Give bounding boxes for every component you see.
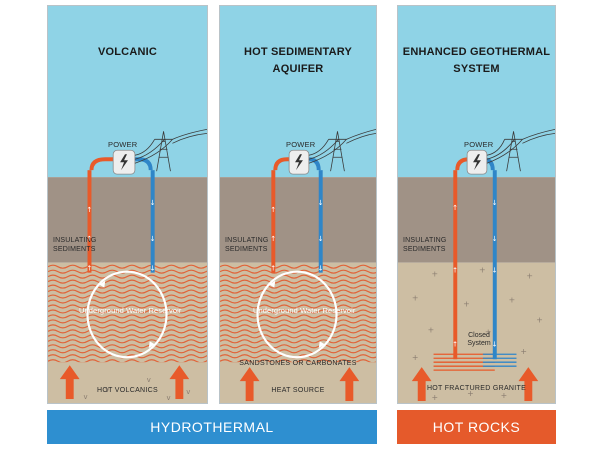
svg-text:+: +: [412, 353, 419, 362]
svg-text:↓: ↓: [492, 235, 498, 243]
svg-text:v: v: [167, 394, 171, 402]
svg-text:+: +: [501, 391, 508, 400]
svg-text:v: v: [147, 376, 151, 384]
panel-title-line2: SYSTEM: [453, 63, 500, 75]
power-label: POWER: [464, 140, 494, 149]
svg-text:↓: ↓: [318, 199, 324, 207]
svg-text:↑: ↑: [87, 265, 93, 273]
reservoir-label: Underground Water Reservoir: [253, 306, 356, 315]
svg-text:↓: ↓: [150, 265, 156, 273]
svg-text:↑: ↑: [452, 340, 458, 348]
svg-text:↓: ↓: [318, 235, 324, 243]
panel-title: VOLCANIC: [97, 46, 158, 58]
svg-text:+: +: [479, 266, 486, 275]
insulating-sediments-label: INSULATING SEDIMENTS: [53, 237, 97, 253]
svg-text:+: +: [526, 272, 533, 281]
svg-text:↓: ↓: [492, 267, 498, 275]
svg-text:+: +: [509, 295, 516, 304]
svg-text:↑: ↑: [87, 206, 93, 214]
svg-text:↑: ↑: [270, 206, 276, 214]
reservoir-label: Underground Water Reservoir: [79, 306, 182, 315]
svg-text:↓: ↓: [150, 235, 156, 243]
aquifer-scene: ↑ ↑ ↑ ↓ ↓ ↓: [220, 6, 376, 403]
heat-source-label: HOT FRACTURED GRANITE: [426, 385, 527, 392]
rock-layer-label: SANDSTONES OR CARBONATES: [239, 360, 357, 367]
hydrothermal-bar: HYDROTHERMAL: [47, 410, 377, 444]
panel-enhanced-geothermal-system: + + + + + + + + + + + + + + ↑ ↑ ↑: [397, 5, 556, 404]
fracture-lines: [433, 353, 517, 371]
svg-text:↑: ↑: [270, 235, 276, 243]
svg-text:+: +: [536, 315, 543, 324]
svg-text:v: v: [186, 388, 190, 396]
svg-text:↓: ↓: [492, 340, 498, 348]
heat-source-label: HEAT SOURCE: [271, 387, 325, 394]
egs-scene: + + + + + + + + + + + + + + ↑ ↑ ↑: [398, 6, 555, 403]
panel-title-line1: ENHANCED GEOTHERMAL: [402, 46, 551, 58]
panel-title: HOT SEDIMENTARY AQUIFER: [243, 46, 353, 75]
svg-text:↑: ↑: [452, 267, 458, 275]
svg-text:↓: ↓: [318, 265, 324, 273]
svg-text:+: +: [432, 393, 439, 402]
insulating-sediments-label: INSULATING SEDIMENTS: [403, 237, 447, 253]
panel-volcanic: vvv vvv ↑↑↑ ↓↓↓ VOLCANIC POWER INSULATIN…: [47, 5, 208, 404]
svg-text:v: v: [84, 393, 88, 401]
power-label: POWER: [286, 140, 316, 149]
circulation-loop: [86, 270, 168, 359]
circulation-loop: [256, 270, 338, 359]
svg-text:↓: ↓: [492, 199, 498, 207]
panel-title: ENHANCED GEOTHERMAL SYSTEM: [398, 44, 555, 78]
svg-text:↓: ↓: [150, 199, 156, 207]
svg-text:↑: ↑: [452, 204, 458, 212]
svg-text:+: +: [520, 347, 527, 356]
svg-text:+: +: [467, 389, 474, 398]
svg-text:+: +: [432, 270, 439, 279]
svg-text:↑: ↑: [87, 235, 93, 243]
svg-text:+: +: [463, 299, 470, 308]
panel-hot-sedimentary-aquifer: ↑ ↑ ↑ ↓ ↓ ↓ HOT SEDIMENTARY AQUIFER POWER IN…: [219, 5, 377, 404]
heat-source-label: HOT VOLCANICS: [97, 387, 158, 394]
hot-water-waves: [48, 264, 207, 364]
svg-text:+: +: [485, 327, 492, 336]
svg-text:+: +: [412, 293, 419, 302]
insulating-sediments-label: INSULATING SEDIMENTS: [225, 237, 269, 253]
svg-text:v: v: [105, 386, 109, 394]
volcanic-scene: vvv vvv ↑↑↑ ↓↓↓: [48, 6, 207, 403]
hot-water-waves: [220, 264, 376, 364]
svg-text:+: +: [428, 325, 435, 334]
hot-rocks-bar: HOT ROCKS: [397, 410, 556, 444]
svg-text:↑: ↑: [270, 265, 276, 273]
power-label: POWER: [108, 140, 138, 149]
